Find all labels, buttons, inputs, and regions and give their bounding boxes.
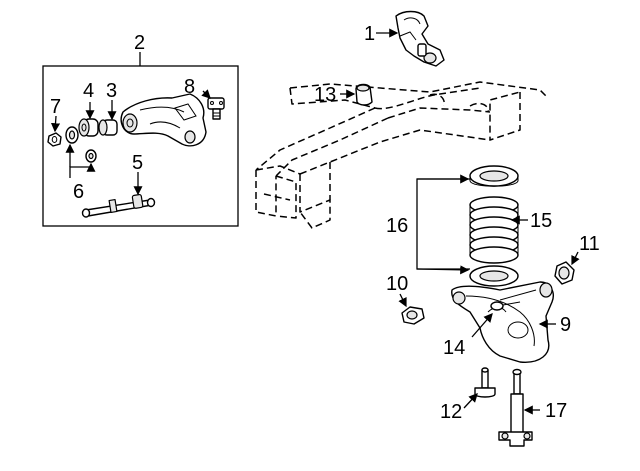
callout-17: 17 — [545, 400, 567, 422]
callout-2: 2 — [134, 32, 145, 54]
vehicle-frame-reference — [255, 81, 549, 229]
callout-11: 11 — [579, 233, 600, 255]
shock-absorber-part — [498, 368, 540, 447]
upper-spring-insulator-part — [469, 165, 519, 187]
front-bushing-part — [398, 293, 425, 325]
coil-spring-part — [469, 196, 519, 264]
lower-ball-joint-part — [463, 367, 496, 409]
callout-16: 16 — [386, 215, 408, 237]
lower-spring-insulator-part — [469, 265, 519, 287]
callout-15: 15 — [530, 210, 552, 232]
lower-control-arm-part — [451, 281, 556, 363]
cross-shaft-part — [81, 193, 156, 218]
upper-ball-joint-part — [207, 97, 225, 120]
callout-1: 1 — [364, 23, 375, 45]
washer-part — [65, 126, 97, 163]
callout-13: 13 — [314, 84, 336, 106]
callout-3: 3 — [106, 80, 117, 102]
callout-12: 12 — [440, 401, 462, 423]
nut-part — [47, 132, 62, 147]
callout-10: 10 — [386, 273, 408, 295]
upper-control-arm-part — [120, 93, 207, 147]
callout-4: 4 — [83, 80, 94, 102]
callout-6: 6 — [73, 181, 84, 203]
steering-knuckle-part — [376, 10, 445, 67]
stabilizer-link-part — [471, 301, 521, 338]
callout-8: 8 — [184, 76, 195, 98]
bump-stop-part — [340, 83, 373, 106]
callout-14: 14 — [443, 337, 465, 359]
bushing-large-part — [78, 118, 99, 137]
callout-7: 7 — [50, 96, 61, 118]
bushing-part — [98, 119, 118, 136]
callout-9: 9 — [560, 314, 571, 336]
lower-arm-bushing-part — [554, 251, 580, 285]
callout-5: 5 — [132, 152, 143, 174]
upper-control-arm-kit-group — [42, 52, 239, 227]
